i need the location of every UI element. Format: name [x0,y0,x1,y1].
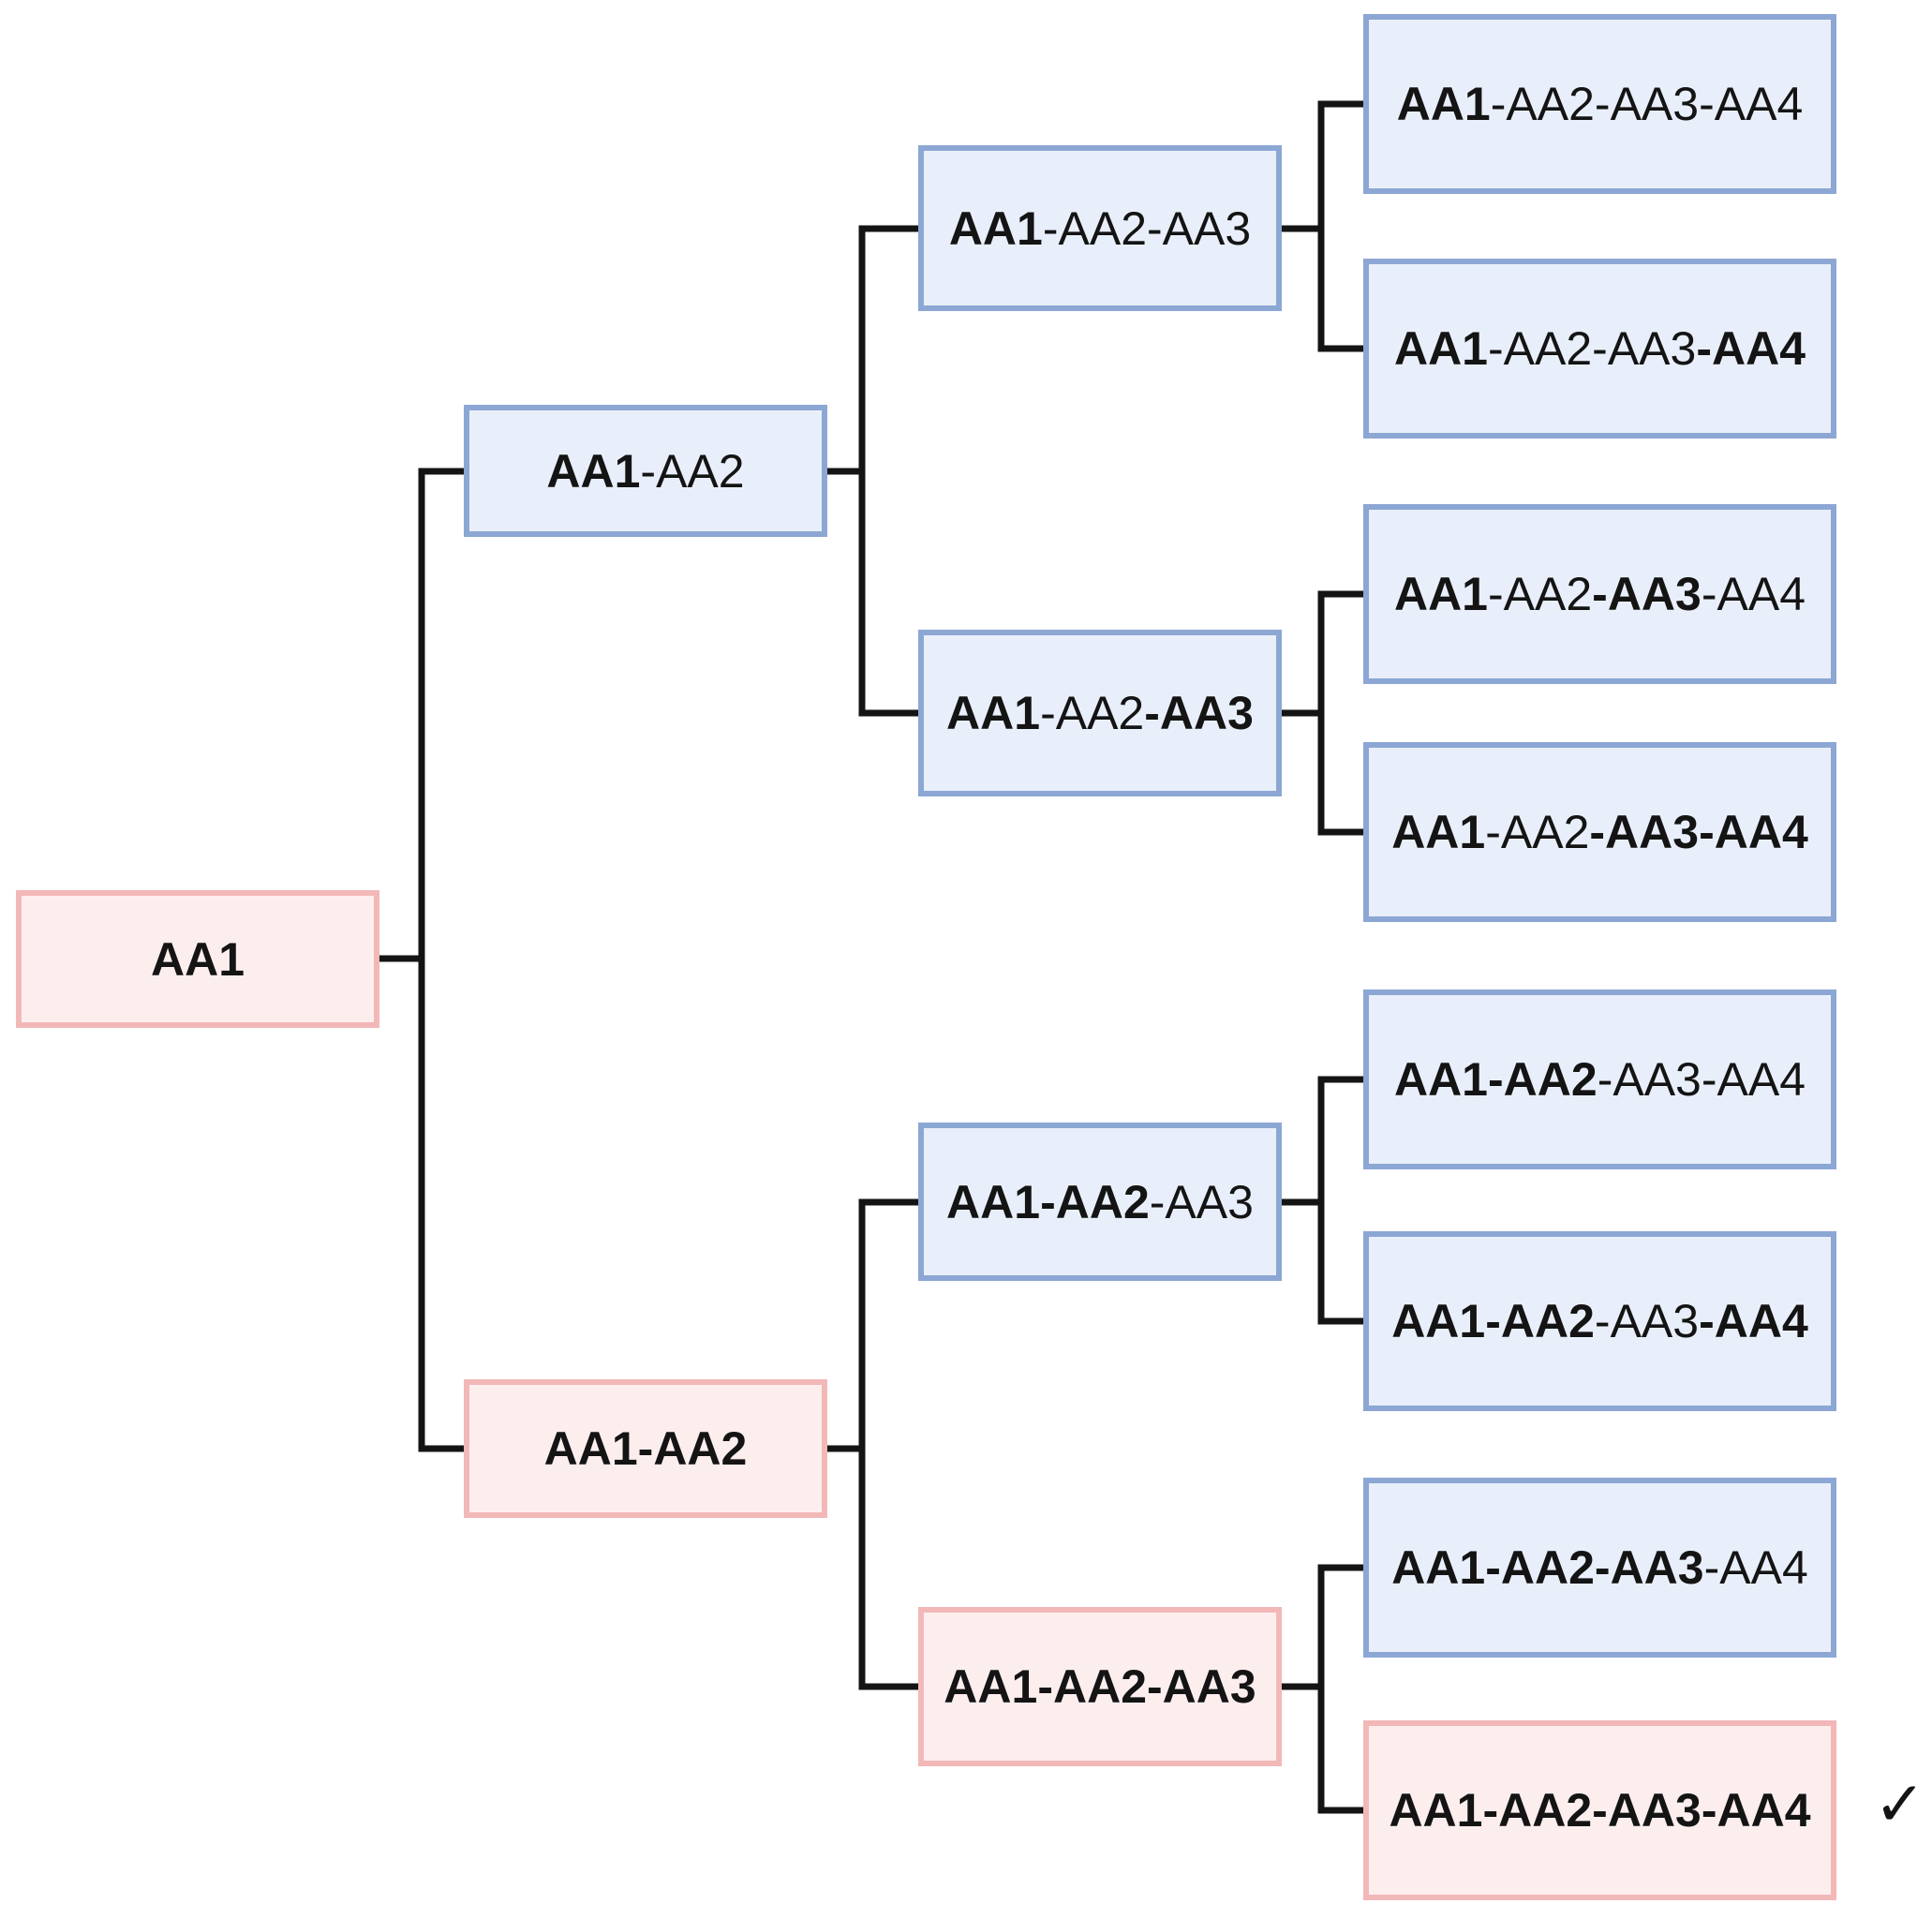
segment-aa1: AA1 [1393,322,1488,375]
node-leaf-5: AA1-AA2-AA3-AA4 [1363,989,1836,1169]
segment-aa2: -AA2 [1488,568,1593,620]
segment-aa3: -AA3 [1592,568,1702,620]
segment-aa2: -AA2 [1488,322,1593,375]
segment-aa2: -AA2 [1482,1784,1593,1837]
connector-l2-2-to-l3 [827,1198,918,1690]
node-leaf-4: AA1-AA2-AA3-AA4 [1363,742,1836,922]
segment-aa4: -AA4 [1701,1784,1811,1837]
segment-aa4: -AA4 [1699,806,1808,858]
segment-aa1: AA1 [1391,1295,1486,1347]
connector-l2-1-to-l3 [827,225,918,717]
connector-l3-2-to-leaves [1282,590,1366,836]
segment-aa3: -AA3 [1149,1175,1254,1228]
segment-aa3: -AA3 [1144,687,1254,739]
segment-aa1: AA1 [944,1660,1038,1713]
segment-aa2: -AA2 [1040,687,1145,739]
connector-l3-3-to-leaves [1282,1076,1366,1325]
segment-aa1: AA1 [543,1422,638,1475]
node-l2-1: AA1-AA2 [464,405,827,537]
segment-aa3: -AA3 [1594,1295,1700,1347]
node-leaf-6: AA1-AA2-AA3-AA4 [1363,1231,1836,1411]
segment-aa1: AA1 [948,201,1043,255]
segment-aa4: -AA4 [1701,568,1806,620]
node-leaf-2: AA1-AA2-AA3-AA4 [1363,259,1836,439]
segment-aa4: -AA4 [1699,78,1804,130]
segment-aa2: -AA2 [1490,78,1595,130]
segment-aa2: -AA2 [1037,1660,1148,1713]
segment-aa2: -AA2 [1485,1541,1595,1594]
segment-aa1: AA1 [946,1175,1041,1228]
node-l3-3: AA1-AA2-AA3 [918,1123,1282,1281]
segment-aa1: AA1 [1391,806,1486,858]
segment-aa2: -AA2 [640,444,745,498]
segment-aa1: AA1 [546,444,641,498]
segment-aa3: -AA3 [1592,1784,1702,1837]
segment-aa2: -AA2 [1488,1053,1598,1106]
node-l3-4: AA1-AA2-AA3 [918,1607,1282,1766]
segment-aa1: AA1 [1389,1784,1483,1837]
checkmark-icon: ✓ [1874,1769,1926,1838]
segment-aa1: AA1 [946,687,1041,739]
segment-aa2: -AA2 [1485,806,1590,858]
segment-aa2: -AA2 [1042,201,1148,255]
segment-aa1: AA1 [1396,78,1491,130]
connector-l3-1-to-leaves [1282,100,1366,352]
segment-aa3: -AA3 [1147,201,1252,255]
node-leaf-3: AA1-AA2-AA3-AA4 [1363,504,1836,684]
node-l3-2: AA1-AA2-AA3 [918,630,1282,796]
node-l2-2: AA1-AA2 [464,1379,827,1518]
node-leaf-7: AA1-AA2-AA3-AA4 [1363,1478,1836,1658]
segment-aa3: -AA3 [1594,1541,1704,1594]
segment-aa3: -AA3 [1592,322,1697,375]
segment-aa4: -AA4 [1703,1541,1808,1594]
segment-aa1: AA1 [150,932,245,986]
node-leaf-1: AA1-AA2-AA3-AA4 [1363,14,1836,194]
segment-aa4: -AA4 [1696,322,1806,375]
segment-aa3: -AA3 [1594,78,1700,130]
segment-aa2: -AA2 [1040,1175,1150,1228]
segment-aa2: -AA2 [637,1422,748,1475]
segment-aa1: AA1 [1393,1053,1488,1106]
segment-aa1: AA1 [1391,1541,1486,1594]
segment-aa3: -AA3 [1597,1053,1702,1106]
node-root-aa1: AA1 [16,890,379,1028]
node-l3-1: AA1-AA2-AA3 [918,145,1282,311]
node-leaf-8: AA1-AA2-AA3-AA4 [1363,1720,1836,1900]
connector-l3-4-to-leaves [1282,1564,1366,1814]
segment-aa1: AA1 [1393,568,1488,620]
segment-aa3: -AA3 [1147,1660,1256,1713]
connector-root-to-l2 [379,468,464,1452]
segment-aa3: -AA3 [1589,806,1700,858]
segment-aa2: -AA2 [1485,1295,1595,1347]
segment-aa4: -AA4 [1699,1295,1808,1347]
segment-aa4: -AA4 [1701,1053,1806,1106]
